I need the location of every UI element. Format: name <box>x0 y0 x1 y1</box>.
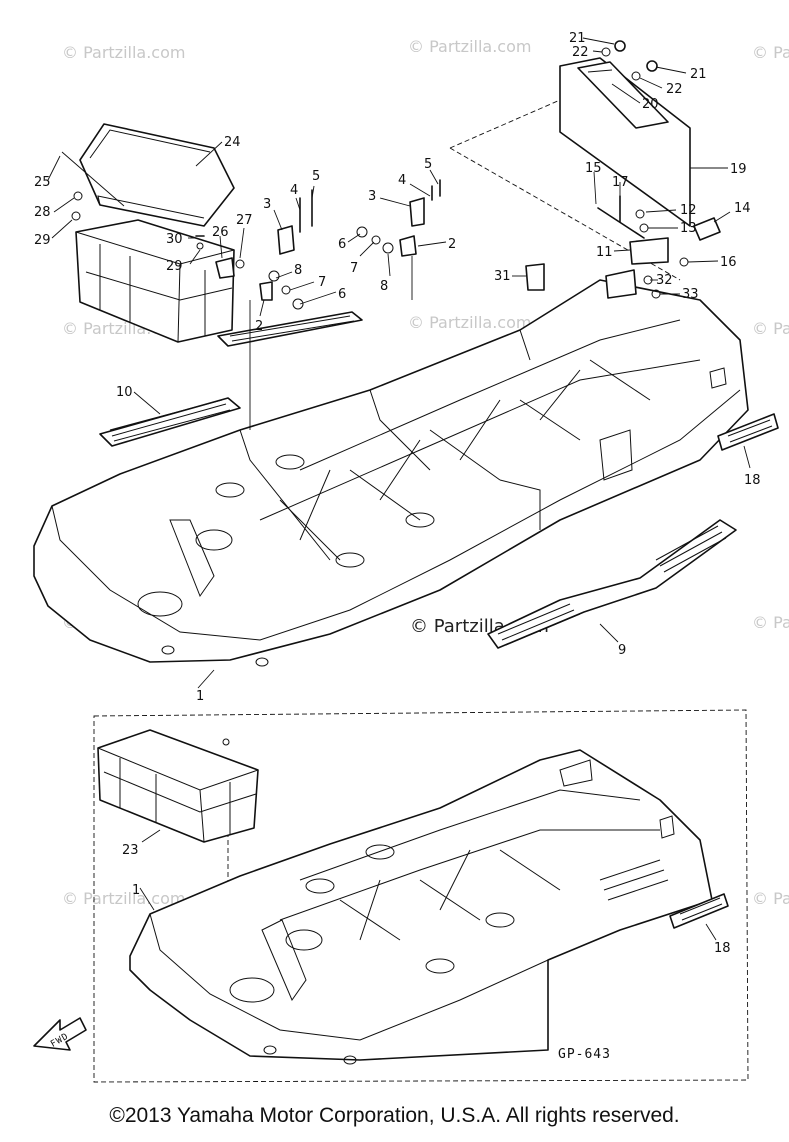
callout-3: 3 <box>263 197 271 212</box>
watermark: © Partzilla.com <box>752 613 789 632</box>
reflector-part <box>669 893 729 929</box>
leader-lines <box>47 37 751 941</box>
watermark: © Partzilla.com <box>62 43 185 62</box>
callout-26: 26 <box>212 225 229 240</box>
watermark: © Partzilla.com <box>408 37 531 56</box>
callout-6: 6 <box>338 287 346 302</box>
callout-labels: 21 22 21 22 20 19 24 25 28 29 30 29 26 2… <box>34 31 761 956</box>
callout-22: 22 <box>572 45 589 60</box>
large-storage-box-part <box>97 729 259 843</box>
callout-10: 10 <box>116 385 133 400</box>
callout-20: 20 <box>642 97 659 112</box>
rear-plate-part <box>449 57 691 281</box>
callout-24: 24 <box>224 135 241 150</box>
callout-15: 15 <box>585 161 602 176</box>
callout-2: 2 <box>448 237 456 252</box>
callout-33: 33 <box>682 287 699 302</box>
callout-28: 28 <box>34 205 51 220</box>
watermark: © Partzilla.com <box>752 319 789 338</box>
callout-19: 19 <box>730 162 747 177</box>
forward-direction-arrow-icon: FWD <box>33 1017 87 1051</box>
callout-8: 8 <box>294 263 302 278</box>
frame-tunnel-part <box>33 279 749 667</box>
callout-18: 18 <box>714 941 731 956</box>
watermark: © Partzilla.com <box>752 43 789 62</box>
callout-31: 31 <box>494 269 511 284</box>
callout-2: 2 <box>255 319 263 334</box>
callout-23: 23 <box>122 843 139 858</box>
callout-25: 25 <box>34 175 51 190</box>
seat-cushion-part <box>79 123 235 227</box>
callout-8: 8 <box>380 279 388 294</box>
callout-7: 7 <box>350 261 358 276</box>
callout-27: 27 <box>236 213 253 228</box>
callout-13: 13 <box>680 221 697 236</box>
callout-30: 30 <box>166 232 183 247</box>
hardware-parts <box>61 40 721 430</box>
storage-box-part <box>75 219 235 343</box>
callout-1: 1 <box>132 883 140 898</box>
callout-4: 4 <box>290 183 298 198</box>
callout-9: 9 <box>618 643 626 658</box>
callout-21: 21 <box>569 31 586 46</box>
drawing-code: GP-643 <box>558 1047 611 1062</box>
footrest-left-part <box>99 311 363 447</box>
watermark: © Partzilla.com <box>752 889 789 908</box>
callout-17: 17 <box>612 175 629 190</box>
callout-18: 18 <box>744 473 761 488</box>
callout-12: 12 <box>680 203 697 218</box>
callout-11: 11 <box>596 245 613 260</box>
copyright-notice: ©2013 Yamaha Motor Corporation, U.S.A. A… <box>109 1104 680 1127</box>
watermark: © Partzilla.com <box>408 313 531 332</box>
watermark: © Partzilla.com <box>62 889 185 908</box>
callout-16: 16 <box>720 255 737 270</box>
callout-5: 5 <box>312 169 320 184</box>
callout-32: 32 <box>656 273 673 288</box>
reflector-part <box>717 413 779 451</box>
callout-29: 29 <box>34 233 51 248</box>
callout-21: 21 <box>690 67 707 82</box>
callout-4: 4 <box>398 173 406 188</box>
callout-1: 1 <box>196 689 204 704</box>
callout-29: 29 <box>166 259 183 274</box>
callout-6: 6 <box>338 237 346 252</box>
callout-5: 5 <box>424 157 432 172</box>
callout-22: 22 <box>666 82 683 97</box>
callout-7: 7 <box>318 275 326 290</box>
callout-3: 3 <box>368 189 376 204</box>
footrest-right-part <box>487 519 737 649</box>
callout-14: 14 <box>734 201 751 216</box>
